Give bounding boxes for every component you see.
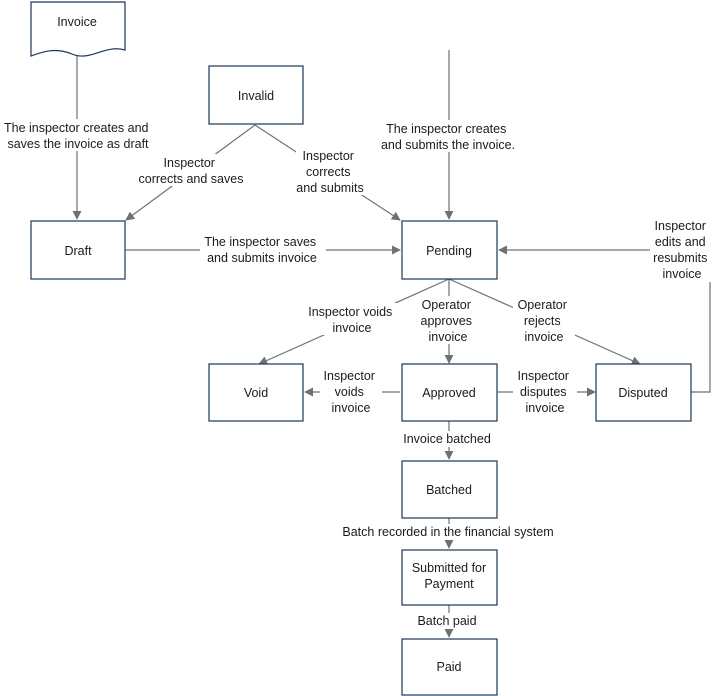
batched-node-label: Batched bbox=[426, 483, 472, 497]
invalid-to-draft-label: Inspector corrects and saves bbox=[139, 156, 244, 186]
draft-state-node bbox=[30, 220, 126, 280]
disputed-node-label: Disputed bbox=[618, 386, 667, 400]
approved-to-batched-label: Invoice batched bbox=[403, 432, 491, 446]
pending-node-label: Pending bbox=[426, 244, 472, 258]
submitted-node-label-line2: Payment bbox=[424, 577, 474, 591]
pending-to-void-label: Inspector voids invoice bbox=[308, 305, 396, 335]
pending-state-node bbox=[401, 220, 498, 280]
create-submit-label: The inspector creates and submits the in… bbox=[381, 122, 515, 152]
edge-disputed-to-pending bbox=[498, 245, 711, 393]
draft-to-pending-label: The inspector saves and submits invoice bbox=[204, 235, 319, 265]
invoice-node-label: Invoice bbox=[57, 15, 97, 29]
approved-to-void-label: Inspector voids invoice bbox=[324, 369, 379, 415]
submitted-state-node bbox=[401, 549, 498, 606]
batched-to-submitted-label: Batch recorded in the financial system bbox=[342, 525, 553, 539]
draft-node-label: Draft bbox=[64, 244, 92, 258]
void-state-node bbox=[208, 363, 304, 422]
invalid-state-node bbox=[208, 65, 304, 125]
submitted-to-paid-label: Batch paid bbox=[417, 614, 476, 628]
approved-state-node bbox=[401, 363, 498, 422]
invalid-node-label: Invalid bbox=[238, 89, 274, 103]
pending-to-disputed-label: Operator rejects invoice bbox=[518, 298, 571, 344]
disputed-to-pending-label: Inspector edits and resubmits invoice bbox=[653, 219, 711, 281]
invoice-to-draft-label: The inspector creates and saves the invo… bbox=[4, 121, 152, 151]
pending-to-approved-label: Operator approves invoice bbox=[421, 298, 476, 344]
invoice-document-node bbox=[30, 1, 126, 57]
submitted-node-label-line1: Submitted for bbox=[412, 561, 486, 575]
approved-to-disputed-label: Inspector disputes invoice bbox=[518, 369, 573, 415]
approved-node-label: Approved bbox=[422, 386, 476, 400]
void-node-label: Void bbox=[244, 386, 268, 400]
paid-state-node bbox=[401, 638, 498, 696]
paid-node-label: Paid bbox=[436, 660, 461, 674]
batched-state-node bbox=[401, 460, 498, 519]
disputed-state-node bbox=[595, 363, 692, 422]
invalid-to-pending-label: Inspector corrects and submits bbox=[296, 149, 363, 195]
